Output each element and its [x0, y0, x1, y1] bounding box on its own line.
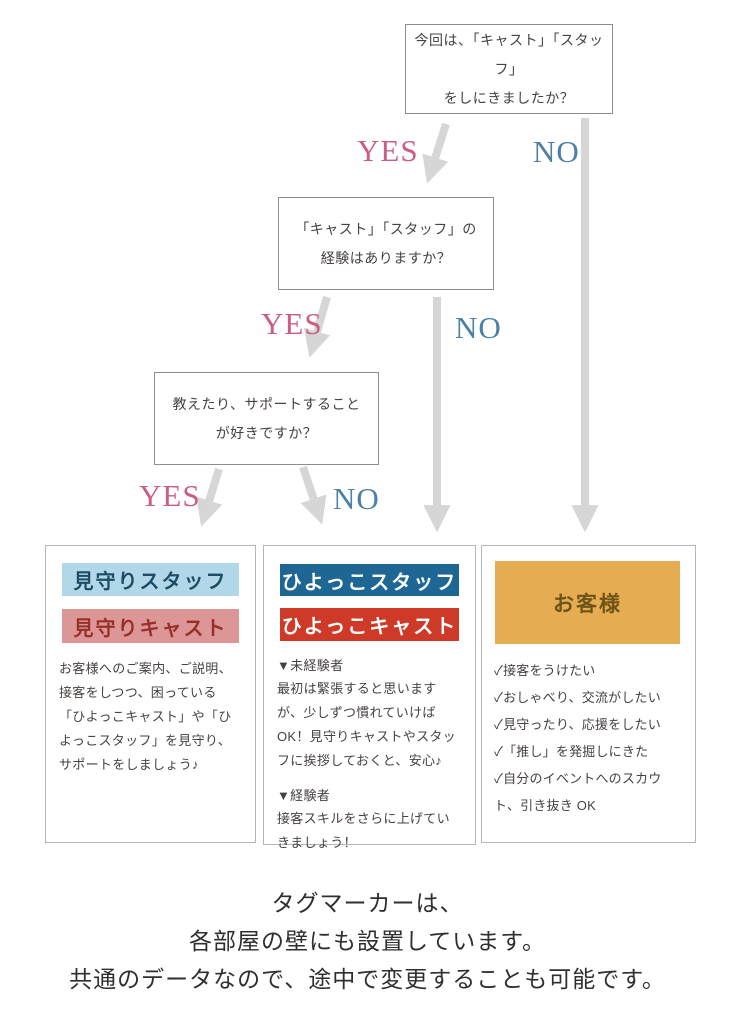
beginner-body: 最初は緊張すると思いますが、少しずつ慣れていけば OK！見守りキャストやスタッフ…: [277, 681, 456, 768]
arrow-yes-2: [303, 295, 331, 358]
result-box-okyakusama: お客様 ✓接客をうけたい ✓おしゃべり、交流がしたい ✓見守ったり、応援をしたい…: [481, 545, 696, 843]
yes-label-2: YES: [261, 306, 323, 341]
hiyokko-cast-tag: ひよっこキャスト: [280, 608, 459, 641]
hiyokko-section-experienced: ▼経験者 接客スキルをさらに上げていきましょう！: [277, 785, 462, 855]
yes-label-1: YES: [357, 133, 419, 168]
yes-label-3: YES: [139, 478, 201, 513]
result-box-mimamori: 見守りスタッフ 見守りキャスト お客様へのご案内、ご説明、接客をしつつ、困ってい…: [45, 545, 256, 843]
no-label-3: NO: [333, 481, 380, 516]
checklist-item: ✓接客をうけたい: [494, 663, 596, 678]
mimamori-cast-tag: 見守りキャスト: [62, 609, 239, 643]
question-2-line-2: 経験はありますか？: [320, 249, 452, 266]
checklist-item: ✓見守ったり、応援をしたい: [494, 717, 661, 732]
okyakusama-tag: お客様: [495, 561, 680, 644]
checklist-item: ✓おしゃべり、交流がしたい: [494, 690, 661, 705]
footer-line-2: 各部屋の壁にも設置しています。: [188, 928, 546, 954]
question-1-line-2: をしにきましたか？: [443, 89, 575, 106]
no-label-2: NO: [455, 310, 502, 345]
result-box-hiyokko: ひよっこスタッフ ひよっこキャスト ▼未経験者 最初は緊張すると思いますが、少し…: [263, 545, 476, 850]
beginner-heading: ▼未経験者: [277, 658, 344, 673]
question-2-line-1: 「キャスト」「スタッフ」の: [295, 220, 477, 237]
footer-line-1: タグマーカーは、: [271, 890, 464, 916]
hiyokko-staff-tag: ひよっこスタッフ: [280, 564, 459, 596]
checklist-item: ✓「推し」を発掘しにきた: [494, 744, 649, 759]
mimamori-description: お客様へのご案内、ご説明、接客をしつつ、困っている「ひよっこキャスト」や「ひよっ…: [59, 661, 232, 772]
checklist-item: ✓自分のイベントへのスカウト、引き抜き OK: [494, 771, 662, 813]
question-1-line-1: 今回は、「キャスト」「スタッフ」: [414, 31, 604, 77]
experienced-body: 接客スキルをさらに上げていきましょう！: [277, 811, 450, 850]
question-3-line-2: が好きですか？: [215, 424, 318, 441]
question-box-3: 教えたり、サポートすること が好きですか？: [154, 372, 379, 465]
okyakusama-checklist: ✓接客をうけたい ✓おしゃべり、交流がしたい ✓見守ったり、応援をしたい ✓「推…: [482, 657, 695, 819]
footer-line-3: 共通のデータなので、途中で変更することも可能です。: [69, 966, 666, 992]
no-label-1: NO: [533, 134, 580, 169]
question-box-1: 今回は、「キャスト」「スタッフ」 をしにきましたか？: [405, 24, 613, 114]
arrow-yes-3: [196, 467, 223, 527]
mimamori-staff-tag: 見守りスタッフ: [62, 563, 239, 596]
hiyokko-section-beginner: ▼未経験者 最初は緊張すると思いますが、少しずつ慣れていけば OK！見守りキャス…: [277, 655, 462, 773]
question-box-2: 「キャスト」「スタッフ」の 経験はありますか？: [278, 197, 494, 290]
question-3-line-1: 教えたり、サポートすること: [172, 395, 361, 412]
arrow-yes-1: [422, 122, 450, 184]
arrow-no-3: [299, 465, 327, 525]
footer-caption: タグマーカーは、 各部屋の壁にも設置しています。 共通のデータなので、途中で変更…: [0, 884, 735, 998]
experienced-heading: ▼経験者: [277, 788, 331, 803]
